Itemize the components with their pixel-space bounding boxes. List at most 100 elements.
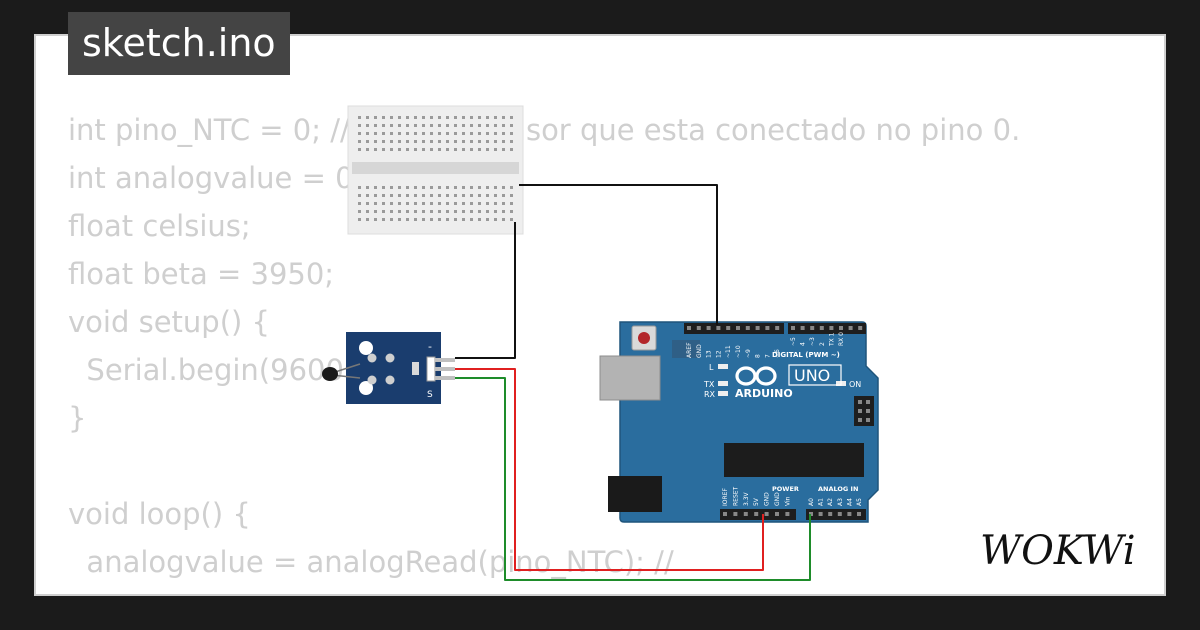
reset-button[interactable]: [638, 332, 650, 344]
header-pin[interactable]: [837, 512, 842, 516]
pin-label: TX 1: [828, 332, 835, 347]
breadboard-hole: [406, 218, 409, 221]
header-pin[interactable]: [716, 326, 721, 330]
wire-black-breadboard-module[interactable]: [455, 222, 516, 359]
pin-label: 12: [715, 350, 722, 358]
wire-black-breadboard-arduino[interactable]: [519, 184, 718, 325]
header-pin[interactable]: [857, 512, 861, 516]
pin-label: A1: [818, 498, 825, 506]
header-pin[interactable]: [687, 326, 691, 330]
mount-hole: [359, 341, 373, 355]
file-tab[interactable]: sketch.ino: [68, 12, 290, 75]
breadboard-hole: [390, 124, 393, 127]
pin-label: A0: [808, 498, 815, 506]
header-pin[interactable]: [800, 326, 805, 330]
breadboard-hole: [366, 116, 369, 119]
header-pin[interactable]: [791, 326, 795, 330]
header-pin[interactable]: [764, 512, 769, 516]
arduino-infinity-icon: [735, 366, 777, 386]
header-pin[interactable]: [706, 326, 711, 330]
led-l-label: L: [709, 363, 714, 372]
breadboard-hole: [398, 218, 401, 221]
mount-hole: [359, 381, 373, 395]
header-pin[interactable]: [828, 512, 833, 516]
header-pin[interactable]: [848, 326, 853, 330]
header-pin[interactable]: [696, 326, 701, 330]
arduino-logo-text: ARDUINO: [735, 387, 793, 400]
pad: [385, 375, 395, 385]
breadboard-hole: [390, 116, 393, 119]
breadboard-hole: [454, 202, 457, 205]
breadboard-hole: [470, 132, 473, 135]
breadboard-hole: [422, 132, 425, 135]
pin-label: IOREF: [722, 488, 729, 506]
header-pin[interactable]: [726, 326, 731, 330]
header-pin[interactable]: [755, 326, 760, 330]
breadboard-hole: [446, 124, 449, 127]
header-pin[interactable]: [723, 512, 727, 516]
breadboard-hole: [398, 202, 401, 205]
header-pin[interactable]: [819, 326, 824, 330]
header-pin[interactable]: [810, 326, 815, 330]
header-pin[interactable]: [743, 512, 748, 516]
breadboard-hole: [406, 202, 409, 205]
arduino-uno[interactable]: L TX RX ON ARDUINO UNO DIGITAL (PWM ~) P…: [599, 321, 879, 523]
uno-label: UNO: [794, 366, 830, 385]
header-pin[interactable]: [858, 326, 863, 330]
breadboard-hole: [430, 116, 433, 119]
breadboard-hole: [470, 124, 473, 127]
breadboard-hole: [374, 194, 377, 197]
breadboard[interactable]: [347, 105, 524, 235]
breadboard-hole: [486, 218, 489, 221]
breadboard-hole: [430, 218, 433, 221]
header-pin[interactable]: [736, 326, 740, 330]
power-jack: [608, 476, 662, 512]
atmega-chip: [724, 443, 864, 477]
header-pin[interactable]: [847, 512, 852, 516]
pin-gnd[interactable]: [435, 367, 455, 371]
header-pin[interactable]: [775, 512, 779, 516]
pin-label: A2: [827, 498, 834, 506]
breadboard-hole: [454, 148, 457, 151]
pin-vcc[interactable]: [435, 358, 455, 362]
header-pin[interactable]: [754, 512, 759, 516]
breadboard-hole: [470, 218, 473, 221]
header-pin[interactable]: [775, 326, 780, 330]
breadboard-hole: [406, 124, 409, 127]
header-pin[interactable]: [733, 512, 738, 516]
breadboard-hole: [502, 148, 505, 151]
icsp-pin: [866, 409, 870, 413]
breadboard-hole: [494, 140, 497, 143]
pin-signal[interactable]: [435, 376, 455, 380]
pad: [385, 353, 395, 363]
breadboard-hole: [510, 140, 513, 143]
pin-label: 5V: [753, 497, 760, 506]
header-pin[interactable]: [745, 326, 750, 330]
header-pin[interactable]: [785, 512, 790, 516]
breadboard-hole: [462, 202, 465, 205]
breadboard-hole: [454, 186, 457, 189]
wire-red-5v[interactable]: [455, 368, 764, 571]
breadboard-hole: [358, 210, 361, 213]
header-pin[interactable]: [818, 512, 823, 516]
ntc-sensor-module[interactable]: - S: [322, 332, 455, 404]
breadboard-hole: [358, 140, 361, 143]
breadboard-hole: [494, 148, 497, 151]
breadboard-hole: [374, 132, 377, 135]
breadboard-hole: [470, 140, 473, 143]
breadboard-hole: [390, 140, 393, 143]
breadboard-hole: [470, 202, 473, 205]
breadboard-hole: [494, 210, 497, 213]
header-pin[interactable]: [829, 326, 834, 330]
digital-header-left: [684, 323, 784, 334]
header-pin[interactable]: [839, 326, 843, 330]
header-pin[interactable]: [765, 326, 770, 330]
breadboard-hole: [510, 218, 513, 221]
breadboard-hole: [502, 140, 505, 143]
breadboard-hole: [486, 202, 489, 205]
breadboard-hole: [478, 218, 481, 221]
breadboard-hole: [510, 148, 513, 151]
wire-green-a0[interactable]: [455, 377, 811, 581]
breadboard-hole: [414, 124, 417, 127]
